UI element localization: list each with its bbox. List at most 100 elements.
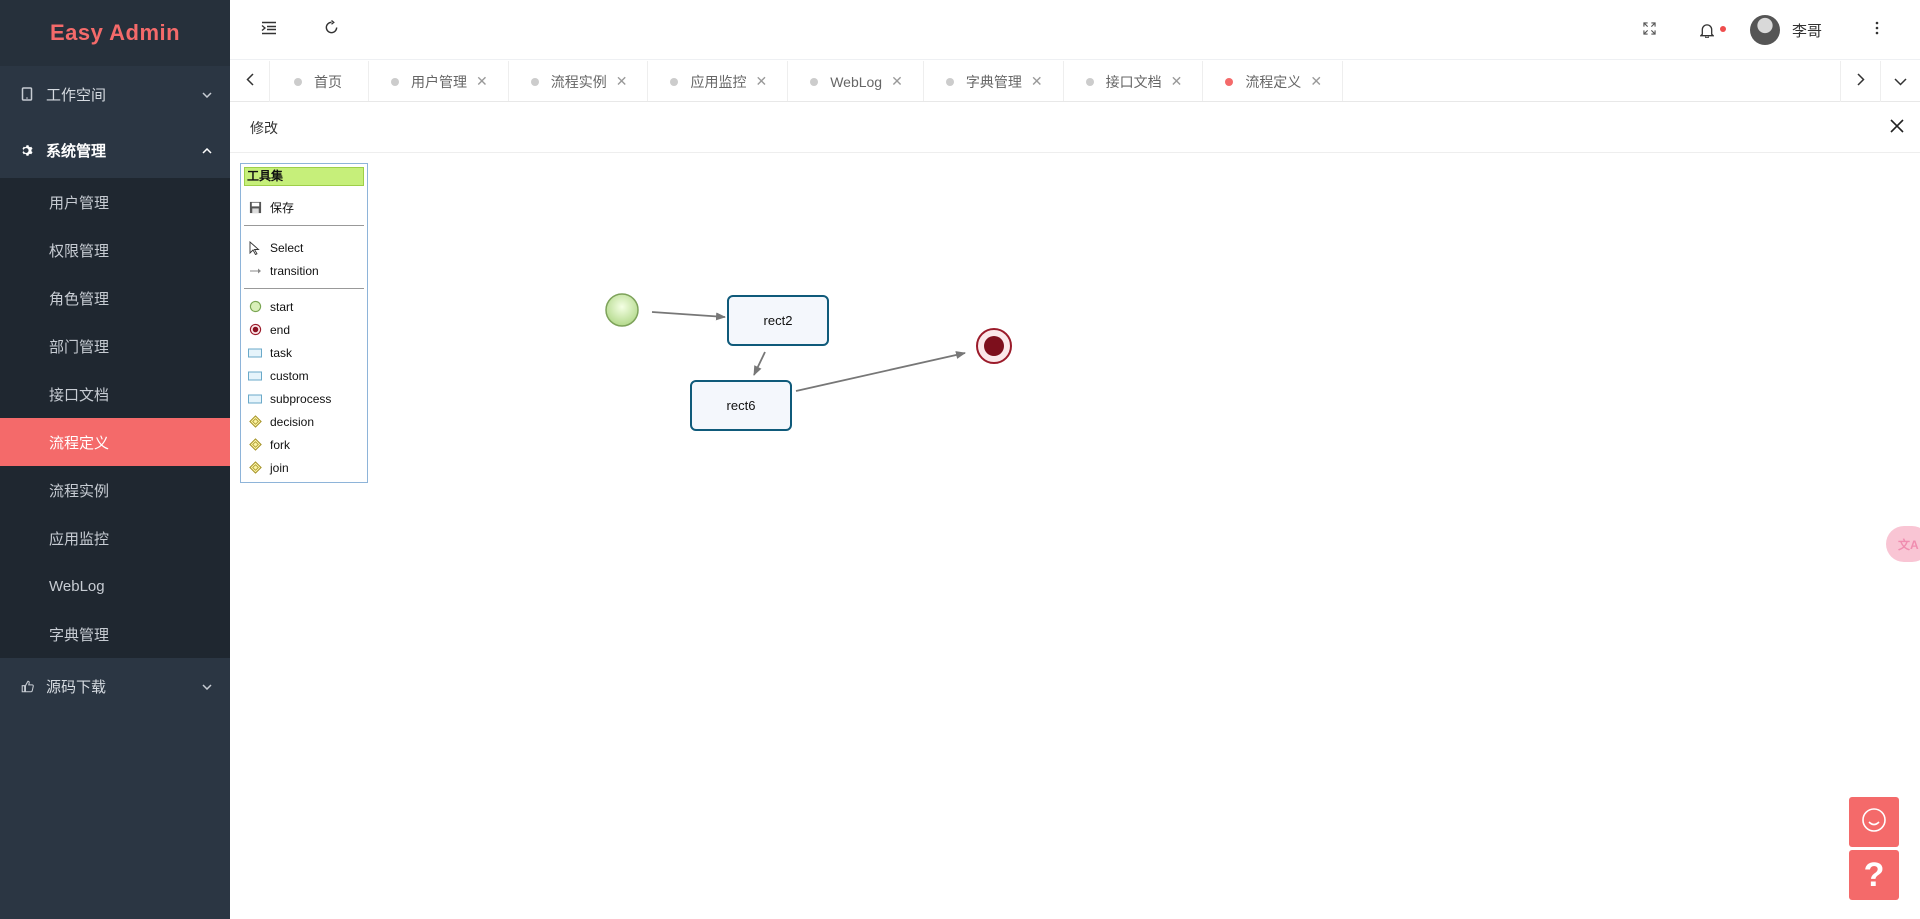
tab-dot — [670, 77, 679, 86]
menu-group-workspace[interactable]: 工作空间 — [0, 66, 230, 122]
close-icon[interactable] — [1890, 117, 1904, 137]
tab-dot — [391, 77, 399, 86]
refresh-icon — [324, 19, 339, 40]
node-task[interactable]: task — [244, 341, 364, 364]
menu-group-source-download[interactable]: 源码下载 — [0, 658, 230, 714]
tabs-bar: 首页 用户管理 ✕ 流程实例 ✕ 应用监控 ✕ WebLog ✕ 字典管理 ✕ — [230, 61, 1920, 102]
toolbox-divider — [244, 225, 364, 226]
tab-label: 流程实例 — [550, 73, 607, 90]
user-menu[interactable]: 李哥 — [1750, 0, 1860, 60]
menu-group-system[interactable]: 系统管理 — [0, 122, 230, 178]
translate-button[interactable]: 文A — [1886, 526, 1920, 562]
edge-start-rect2[interactable] — [651, 311, 726, 321]
gear-icon — [20, 143, 34, 157]
tool-label: transition — [270, 263, 319, 278]
toolbox-save-button[interactable]: 保存 — [244, 196, 364, 219]
sidebar-item-process-instances[interactable]: 流程实例 — [49, 482, 110, 500]
node-fork[interactable]: fork — [244, 433, 364, 456]
sidebar-item-users[interactable]: 用户管理 — [49, 194, 110, 212]
node-custom[interactable]: custom — [244, 364, 364, 387]
flow-canvas[interactable]: rect2 rect6 — [230, 154, 1920, 919]
close-icon[interactable]: ✕ — [476, 73, 488, 89]
chevron-down-icon — [1894, 73, 1907, 91]
sidebar-item-api-docs[interactable]: 接口文档 — [49, 386, 110, 404]
tab-label: 首页 — [314, 73, 342, 90]
node-decision[interactable]: decision — [244, 410, 364, 433]
tab-label: 接口文档 — [1105, 73, 1162, 90]
help-button[interactable]: ? — [1849, 850, 1899, 900]
tool-label: start — [270, 299, 294, 314]
top-header: 李哥 — [230, 0, 1920, 60]
tab-api-docs[interactable]: 接口文档 ✕ — [1064, 61, 1204, 101]
node-start[interactable]: start — [244, 295, 364, 318]
chevron-left-icon — [245, 72, 254, 91]
tabs-menu-button[interactable] — [1880, 61, 1920, 102]
close-icon[interactable]: ✕ — [1030, 73, 1043, 89]
toolbox-save-label: 保存 — [270, 201, 295, 215]
more-options-button[interactable] — [1867, 0, 1887, 60]
fullscreen-icon — [1642, 20, 1656, 40]
chat-button[interactable] — [1849, 797, 1899, 847]
tabs-scroll-left-button[interactable] — [230, 61, 270, 102]
tab-app-monitor[interactable]: 应用监控 ✕ — [648, 61, 789, 101]
floppy-disk-icon — [248, 201, 262, 215]
indent-icon — [261, 20, 277, 40]
node-subprocess[interactable]: subprocess — [244, 387, 364, 410]
tab-home[interactable]: 首页 — [270, 61, 369, 101]
task-node-rect6[interactable]: rect6 — [690, 380, 792, 431]
edge-rect2-rect6[interactable] — [753, 351, 766, 376]
sidebar-item-permissions[interactable]: 权限管理 — [49, 242, 110, 260]
notification-dot — [1720, 26, 1726, 32]
close-icon[interactable]: ✕ — [1310, 73, 1323, 89]
task-node-rect2[interactable]: rect2 — [727, 295, 829, 346]
close-icon[interactable]: ✕ — [615, 73, 628, 89]
tool-label: fork — [270, 437, 291, 452]
app-logo[interactable]: Easy Admin — [0, 0, 230, 66]
sidebar-item-dictionary[interactable]: 字典管理 — [49, 626, 110, 644]
close-icon[interactable]: ✕ — [755, 73, 768, 89]
menu-group-label: 工作空间 — [46, 86, 107, 104]
sidebar-item-weblog[interactable]: WebLog — [49, 577, 105, 595]
tab-dot — [294, 77, 302, 86]
node-end[interactable]: end — [244, 318, 364, 341]
tool-select[interactable]: Select — [244, 236, 364, 259]
tab-process-instances[interactable]: 流程实例 ✕ — [509, 61, 649, 101]
tool-transition[interactable]: transition — [244, 259, 364, 282]
close-icon[interactable]: ✕ — [891, 73, 903, 89]
menu-group-label: 系统管理 — [46, 142, 107, 160]
menu-group-label: 源码下载 — [46, 678, 107, 696]
sidebar-item-process-definition[interactable]: 流程定义 — [0, 418, 230, 466]
node-join[interactable]: join — [244, 456, 364, 479]
submenu-system: 用户管理 权限管理 角色管理 部门管理 接口文档 流程定义 流程实例 应用监控 … — [0, 178, 230, 658]
flow-edges — [605, 293, 1012, 392]
dialog-title: 修改 — [250, 119, 278, 136]
notifications-button[interactable] — [1692, 0, 1726, 60]
subprocess-rect-icon — [248, 392, 262, 406]
fullscreen-button[interactable] — [1634, 0, 1664, 60]
thumbs-up-icon — [20, 679, 34, 693]
tab-weblog[interactable]: WebLog ✕ — [788, 61, 924, 101]
close-icon[interactable]: ✕ — [1170, 73, 1183, 89]
chevron-down-icon — [202, 87, 212, 101]
tab-dot — [1225, 77, 1234, 86]
username: 李哥 — [1792, 22, 1823, 40]
sidebar-item-app-monitor[interactable]: 应用监控 — [49, 530, 110, 548]
sidebar-item-departments[interactable]: 部门管理 — [49, 338, 110, 356]
tab-label: 字典管理 — [965, 73, 1022, 90]
task-rect-icon — [248, 346, 262, 360]
tab-process-definition[interactable]: 流程定义 ✕ — [1203, 61, 1344, 101]
bell-icon — [1700, 23, 1714, 38]
sidebar: Easy Admin 工作空间 系统管理 用户管理 权限管理 角色管理 部门管理… — [0, 0, 230, 919]
tab-users[interactable]: 用户管理 ✕ — [369, 61, 509, 101]
tabs-scroll-right-button[interactable] — [1840, 61, 1880, 102]
edge-rect6-end[interactable] — [795, 351, 966, 392]
tabs-list: 首页 用户管理 ✕ 流程实例 ✕ 应用监控 ✕ WebLog ✕ 字典管理 ✕ — [270, 61, 1840, 101]
tab-dot — [810, 77, 819, 86]
menu-collapse-button[interactable] — [254, 0, 284, 60]
start-node[interactable] — [605, 293, 639, 327]
more-vertical-icon — [1875, 20, 1879, 40]
cursor-icon — [248, 240, 262, 255]
refresh-button[interactable] — [316, 0, 346, 60]
sidebar-item-roles[interactable]: 角色管理 — [49, 290, 110, 308]
tab-dictionary[interactable]: 字典管理 ✕ — [924, 61, 1064, 101]
